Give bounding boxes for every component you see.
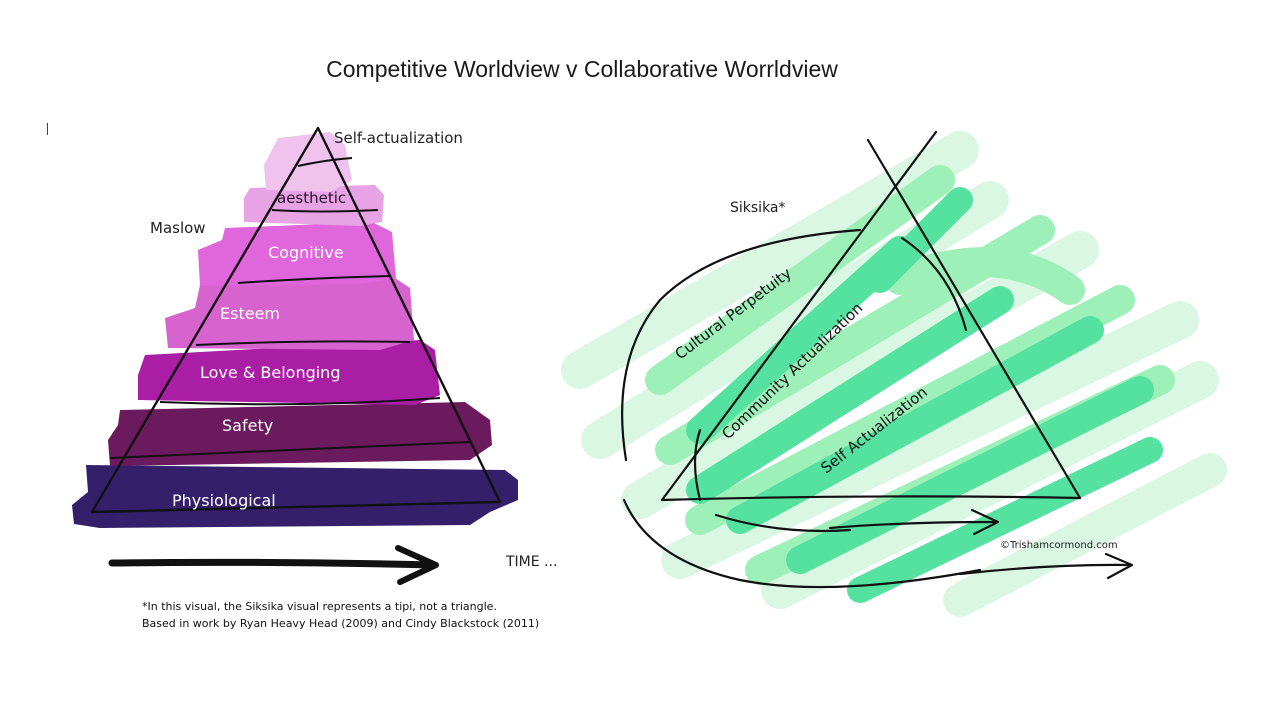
maslow-band-self-actualization (264, 132, 352, 192)
wash-stroke (943, 453, 1227, 617)
maslow-label-safety: Safety (222, 416, 273, 435)
maslow-label-aesthetic: aesthetic (277, 189, 346, 207)
wash-stroke (686, 286, 1014, 504)
wash-stroke (867, 187, 973, 293)
maslow-label-cognitive: Cognitive (268, 243, 344, 262)
tipi-lines (621, 130, 1082, 589)
lower-swoosh (714, 513, 852, 533)
tipi-pole-left (660, 130, 938, 502)
siksika-title: Siksika* (730, 200, 786, 216)
footnote-line-1: *In this visual, the Siksika visual repr… (142, 600, 497, 613)
flow-arrow-lower-shaft (958, 563, 1132, 576)
divider-line (237, 275, 391, 284)
maslow-triangle-outline (90, 126, 502, 514)
tipi-base (660, 495, 1082, 502)
credit-text: ©Trishamcormond.com (1000, 540, 1118, 551)
bottom-arc (622, 498, 982, 589)
siksika-diagram: Siksika* Cultural Perpetuity Community A… (561, 130, 1227, 617)
maslow-label-love-belonging: Love & Belonging (200, 363, 340, 382)
divider-line (109, 441, 471, 459)
wash-stroke (761, 361, 1219, 609)
wash-stroke (847, 437, 1163, 603)
green-wash (561, 131, 1227, 617)
maslow-divider-lines (109, 157, 471, 459)
flow-arrow-upper-shaft (828, 520, 998, 530)
band-fill (108, 402, 492, 466)
maslow-pyramid: Self-actualization aesthetic Cognitive E… (72, 126, 518, 528)
time-arrow (108, 545, 439, 585)
maslow-label-esteem: Esteem (220, 304, 280, 323)
band-fill (198, 222, 396, 286)
band-fill (138, 340, 440, 405)
maslow-band-esteem (165, 278, 414, 350)
flow-arrows (828, 508, 1134, 580)
wash-stroke (686, 236, 914, 444)
wash-stroke (645, 165, 955, 395)
maslow-label-physiological: Physiological (172, 491, 276, 510)
maslow-band-cognitive (198, 222, 396, 286)
tipi-pole-right (866, 138, 1082, 500)
time-arrow-shaft (108, 558, 436, 569)
inner-circle-arc (900, 236, 968, 332)
flow-arrow-lower-head (1104, 552, 1134, 580)
wash-stroke (786, 376, 1154, 574)
band-fill (72, 465, 518, 528)
maslow-band-love (138, 340, 440, 405)
divider-line (271, 209, 379, 213)
slide-title: Competitive Worldview v Collaborative Wo… (326, 56, 838, 82)
divider-line (159, 397, 441, 406)
flow-arrow-upper-head (970, 508, 1000, 536)
text-cursor-mark (47, 123, 48, 135)
maslow-band-physiological (72, 465, 518, 528)
divider-line (195, 340, 411, 346)
wash-stroke (726, 316, 1104, 534)
band-fill (264, 132, 352, 192)
time-arrow-head (395, 545, 439, 585)
band-fill (165, 278, 414, 350)
tipi-inner-arc (693, 428, 702, 502)
divider-line (297, 157, 353, 167)
outer-circle-arc (621, 228, 862, 462)
maslow-label-self-actualization: Self-actualization (334, 129, 463, 147)
maslow-title: Maslow (150, 219, 206, 237)
footnote-line-2: Based in work by Ryan Heavy Head (2009) … (142, 617, 540, 630)
wash-stroke (885, 247, 1085, 305)
time-label: TIME ... (505, 554, 557, 570)
maslow-band-safety (108, 402, 492, 466)
